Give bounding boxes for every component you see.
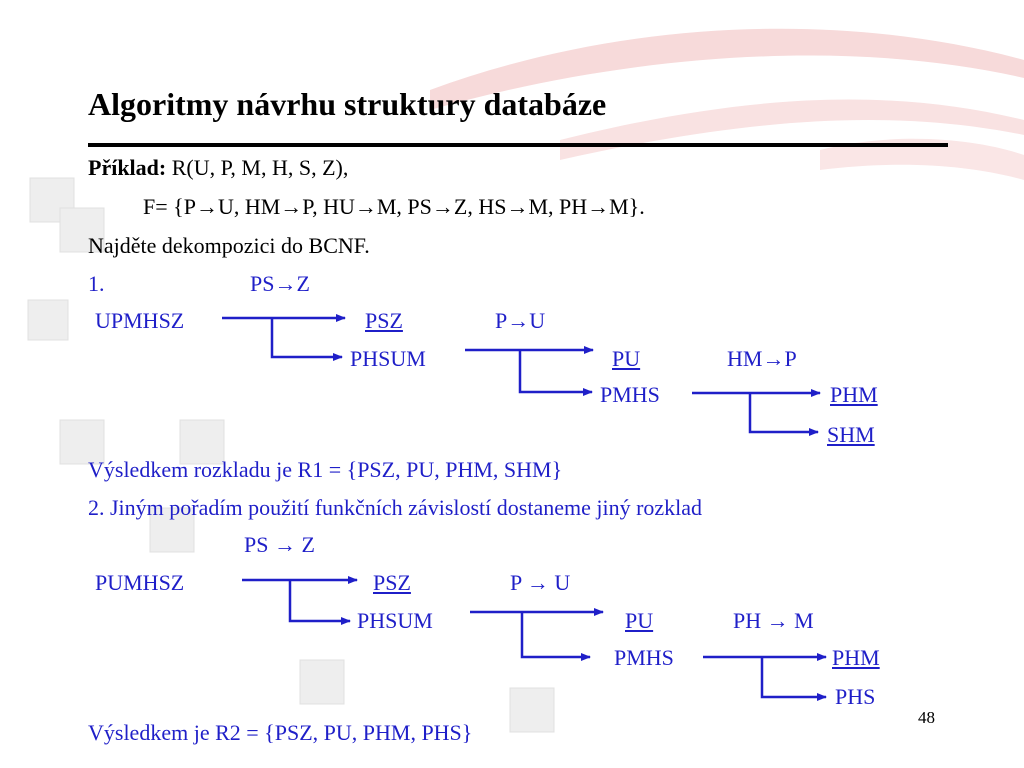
part1-result: Výsledkem rozkladu je R1 = {PSZ, PU, PHM… xyxy=(88,457,563,482)
task-text: Najděte dekompozici do BCNF. xyxy=(88,233,370,258)
part1-pu: PU xyxy=(612,346,641,371)
part1-shm: SHM xyxy=(827,422,875,447)
arrow-p2-level2-down xyxy=(520,612,591,661)
part2-psz: PSZ xyxy=(373,570,411,595)
swoosh-right xyxy=(820,138,1024,180)
bg-square xyxy=(299,659,345,705)
title-underline xyxy=(88,143,948,147)
bg-square xyxy=(27,299,69,341)
part2-fd-first: PS → Z xyxy=(244,532,315,557)
arrow-p1-level1-down xyxy=(270,318,343,361)
bg-square xyxy=(59,207,105,253)
part2-root: PUMHSZ xyxy=(95,570,185,595)
bg-square xyxy=(509,687,555,733)
part1-phm: PHM xyxy=(830,382,878,407)
part2-phs: PHS xyxy=(835,684,876,709)
relation-schema: R(U, P, M, H, S, Z), xyxy=(171,155,349,180)
priklad-label: Příklad: xyxy=(88,155,167,180)
bg-square xyxy=(149,507,195,553)
arrow-p1-level2-down xyxy=(518,350,593,396)
part1-psz: PSZ xyxy=(365,308,403,333)
example-line: Příklad: R(U, P, M, H, S, Z), xyxy=(88,155,348,181)
bg-square xyxy=(59,419,105,465)
slide-title: Algoritmy návrhu struktury databáze xyxy=(88,86,607,122)
part2-phm: PHM xyxy=(832,645,880,670)
bg-square xyxy=(29,177,75,223)
part2-phsum: PHSUM xyxy=(357,608,433,633)
arrow-p1-level3-down xyxy=(748,393,819,436)
bg-square xyxy=(179,419,225,465)
part1-number: 1. xyxy=(88,271,105,296)
page-number: 48 xyxy=(918,708,935,727)
part1-fd-third: HM→P xyxy=(727,346,797,371)
part2-pmhs: PMHS xyxy=(614,645,674,670)
part2-pu: PU xyxy=(625,608,654,633)
part1-fd-second: P→U xyxy=(495,308,546,333)
arrow-p2-level3-down xyxy=(760,657,827,701)
part2-heading: 2. Jiným pořadím použití funkčních závis… xyxy=(88,495,703,520)
functional-dependencies: F= {P→U, HM→P, HU→M, PS→Z, HS→M, PH→M}. xyxy=(143,194,645,219)
part2-fd-second: P → U xyxy=(510,570,571,595)
part2-result: Výsledkem je R2 = {PSZ, PU, PHM, PHS} xyxy=(88,720,473,745)
part1-fd-first: PS→Z xyxy=(250,271,310,296)
part1-root: UPMHSZ xyxy=(95,308,185,333)
part1-phsum: PHSUM xyxy=(350,346,426,371)
swoosh-top xyxy=(430,28,1024,111)
arrow-p2-level1-down xyxy=(288,580,351,625)
part1-pmhs: PMHS xyxy=(600,382,660,407)
part2-fd-third: PH → M xyxy=(733,608,814,633)
swoosh-middle xyxy=(560,99,1024,160)
